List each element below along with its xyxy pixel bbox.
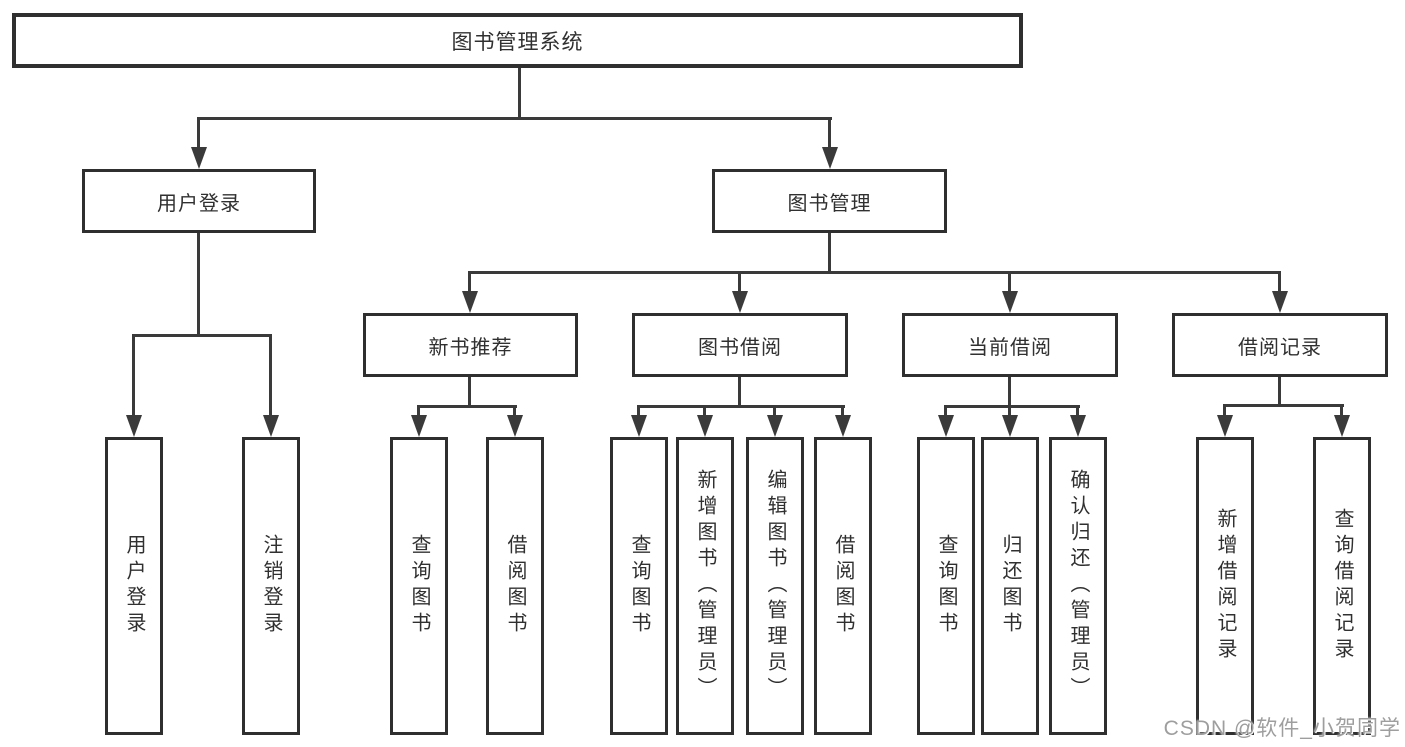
node-current-borrow: 当前借阅: [902, 313, 1118, 377]
arrowhead-return-books: [1002, 415, 1018, 437]
connector-book-borrow-stem: [738, 376, 741, 408]
connector-new-book-recommend-rail: [417, 405, 517, 408]
arrowhead-new-book-recommend: [462, 291, 478, 313]
connector-book-borrow-rail: [637, 405, 845, 408]
connector-drop-book-management: [828, 117, 831, 149]
connector-drop-borrow-books-1: [513, 405, 516, 417]
leaf-borrow-books-1: 借阅图书: [486, 437, 544, 735]
arrowhead-query-books-3: [938, 415, 954, 437]
node-borrow-records: 借阅记录: [1172, 313, 1388, 377]
connector-drop-query-books-2: [637, 405, 640, 417]
node-book-management: 图书管理: [712, 169, 947, 233]
connector-root-rail: [197, 117, 832, 120]
connector-borrow-records-stem: [1278, 376, 1281, 407]
watermark: CSDN @软件_小贺同学: [1163, 717, 1401, 740]
node-root: 图书管理系统: [12, 13, 1023, 68]
leaf-confirm-return: 确认归还（管理员）: [1049, 437, 1107, 735]
connector-drop-return-books: [1008, 405, 1011, 417]
connector-book-management-rail: [468, 271, 1281, 274]
connector-root-stem: [518, 67, 521, 119]
arrowhead-leaf-logout: [263, 415, 279, 437]
arrowhead-borrow-records: [1272, 291, 1288, 313]
leaf-edit-books: 编辑图书（管理员）: [746, 437, 804, 735]
leaf-user-login: 用户登录: [105, 437, 163, 735]
connector-drop-user-login-branch: [197, 117, 200, 149]
connector-drop-edit-books: [773, 405, 776, 417]
arrowhead-borrow-books-2: [835, 415, 851, 437]
node-user-login-branch: 用户登录: [82, 169, 316, 233]
connector-drop-book-borrow: [738, 271, 741, 293]
leaf-query-books-1: 查询图书: [390, 437, 448, 735]
arrowhead-query-books-1: [411, 415, 427, 437]
connector-new-book-recommend-stem: [468, 376, 471, 408]
connector-drop-new-book-recommend: [468, 271, 471, 293]
leaf-query-books-2: 查询图书: [610, 437, 668, 735]
arrowhead-edit-books: [767, 415, 783, 437]
connector-user-login-rail: [132, 334, 272, 337]
arrowhead-user-login-branch: [191, 147, 207, 169]
arrowhead-current-borrow: [1002, 291, 1018, 313]
arrowhead-query-borrow-record: [1334, 415, 1350, 437]
node-book-borrow: 图书借阅: [632, 313, 848, 377]
leaf-add-borrow-record: 新增借阅记录: [1196, 437, 1254, 735]
connector-drop-confirm-return: [1076, 405, 1079, 417]
arrowhead-book-management: [822, 147, 838, 169]
connector-drop-leaf-logout: [269, 334, 272, 417]
arrowhead-borrow-books-1: [507, 415, 523, 437]
arrowhead-book-borrow: [732, 291, 748, 313]
connector-drop-leaf-user-login: [132, 334, 135, 417]
connector-drop-borrow-books-2: [841, 405, 844, 417]
connector-user-login-stem: [197, 233, 200, 337]
leaf-query-borrow-record: 查询借阅记录: [1313, 437, 1371, 735]
node-new-book-recommend: 新书推荐: [363, 313, 578, 377]
leaf-add-books: 新增图书（管理员）: [676, 437, 734, 735]
connector-drop-query-books-3: [944, 405, 947, 417]
connector-borrow-records-rail: [1223, 404, 1344, 407]
arrowhead-leaf-user-login: [126, 415, 142, 437]
connector-drop-query-borrow-record: [1340, 404, 1343, 417]
arrowhead-add-borrow-record: [1217, 415, 1233, 437]
arrowhead-confirm-return: [1070, 415, 1086, 437]
connector-drop-add-borrow-record: [1223, 404, 1226, 417]
connector-current-borrow-stem: [1008, 376, 1011, 408]
leaf-logout: 注销登录: [242, 437, 300, 735]
connector-current-borrow-rail: [944, 405, 1080, 408]
leaf-borrow-books-2: 借阅图书: [814, 437, 872, 735]
arrowhead-query-books-2: [631, 415, 647, 437]
connector-drop-add-books: [703, 405, 706, 417]
leaf-query-books-3: 查询图书: [917, 437, 975, 735]
connector-drop-borrow-records: [1278, 271, 1281, 293]
arrowhead-add-books: [697, 415, 713, 437]
connector-book-management-stem: [828, 233, 831, 273]
connector-drop-current-borrow: [1008, 271, 1011, 293]
leaf-return-books: 归还图书: [981, 437, 1039, 735]
connector-drop-query-books-1: [417, 405, 420, 417]
